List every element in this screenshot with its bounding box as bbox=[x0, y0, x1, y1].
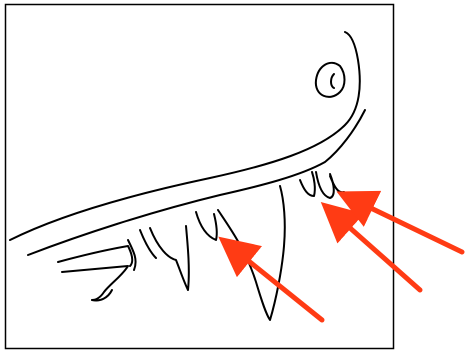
figure-frame bbox=[6, 5, 394, 349]
